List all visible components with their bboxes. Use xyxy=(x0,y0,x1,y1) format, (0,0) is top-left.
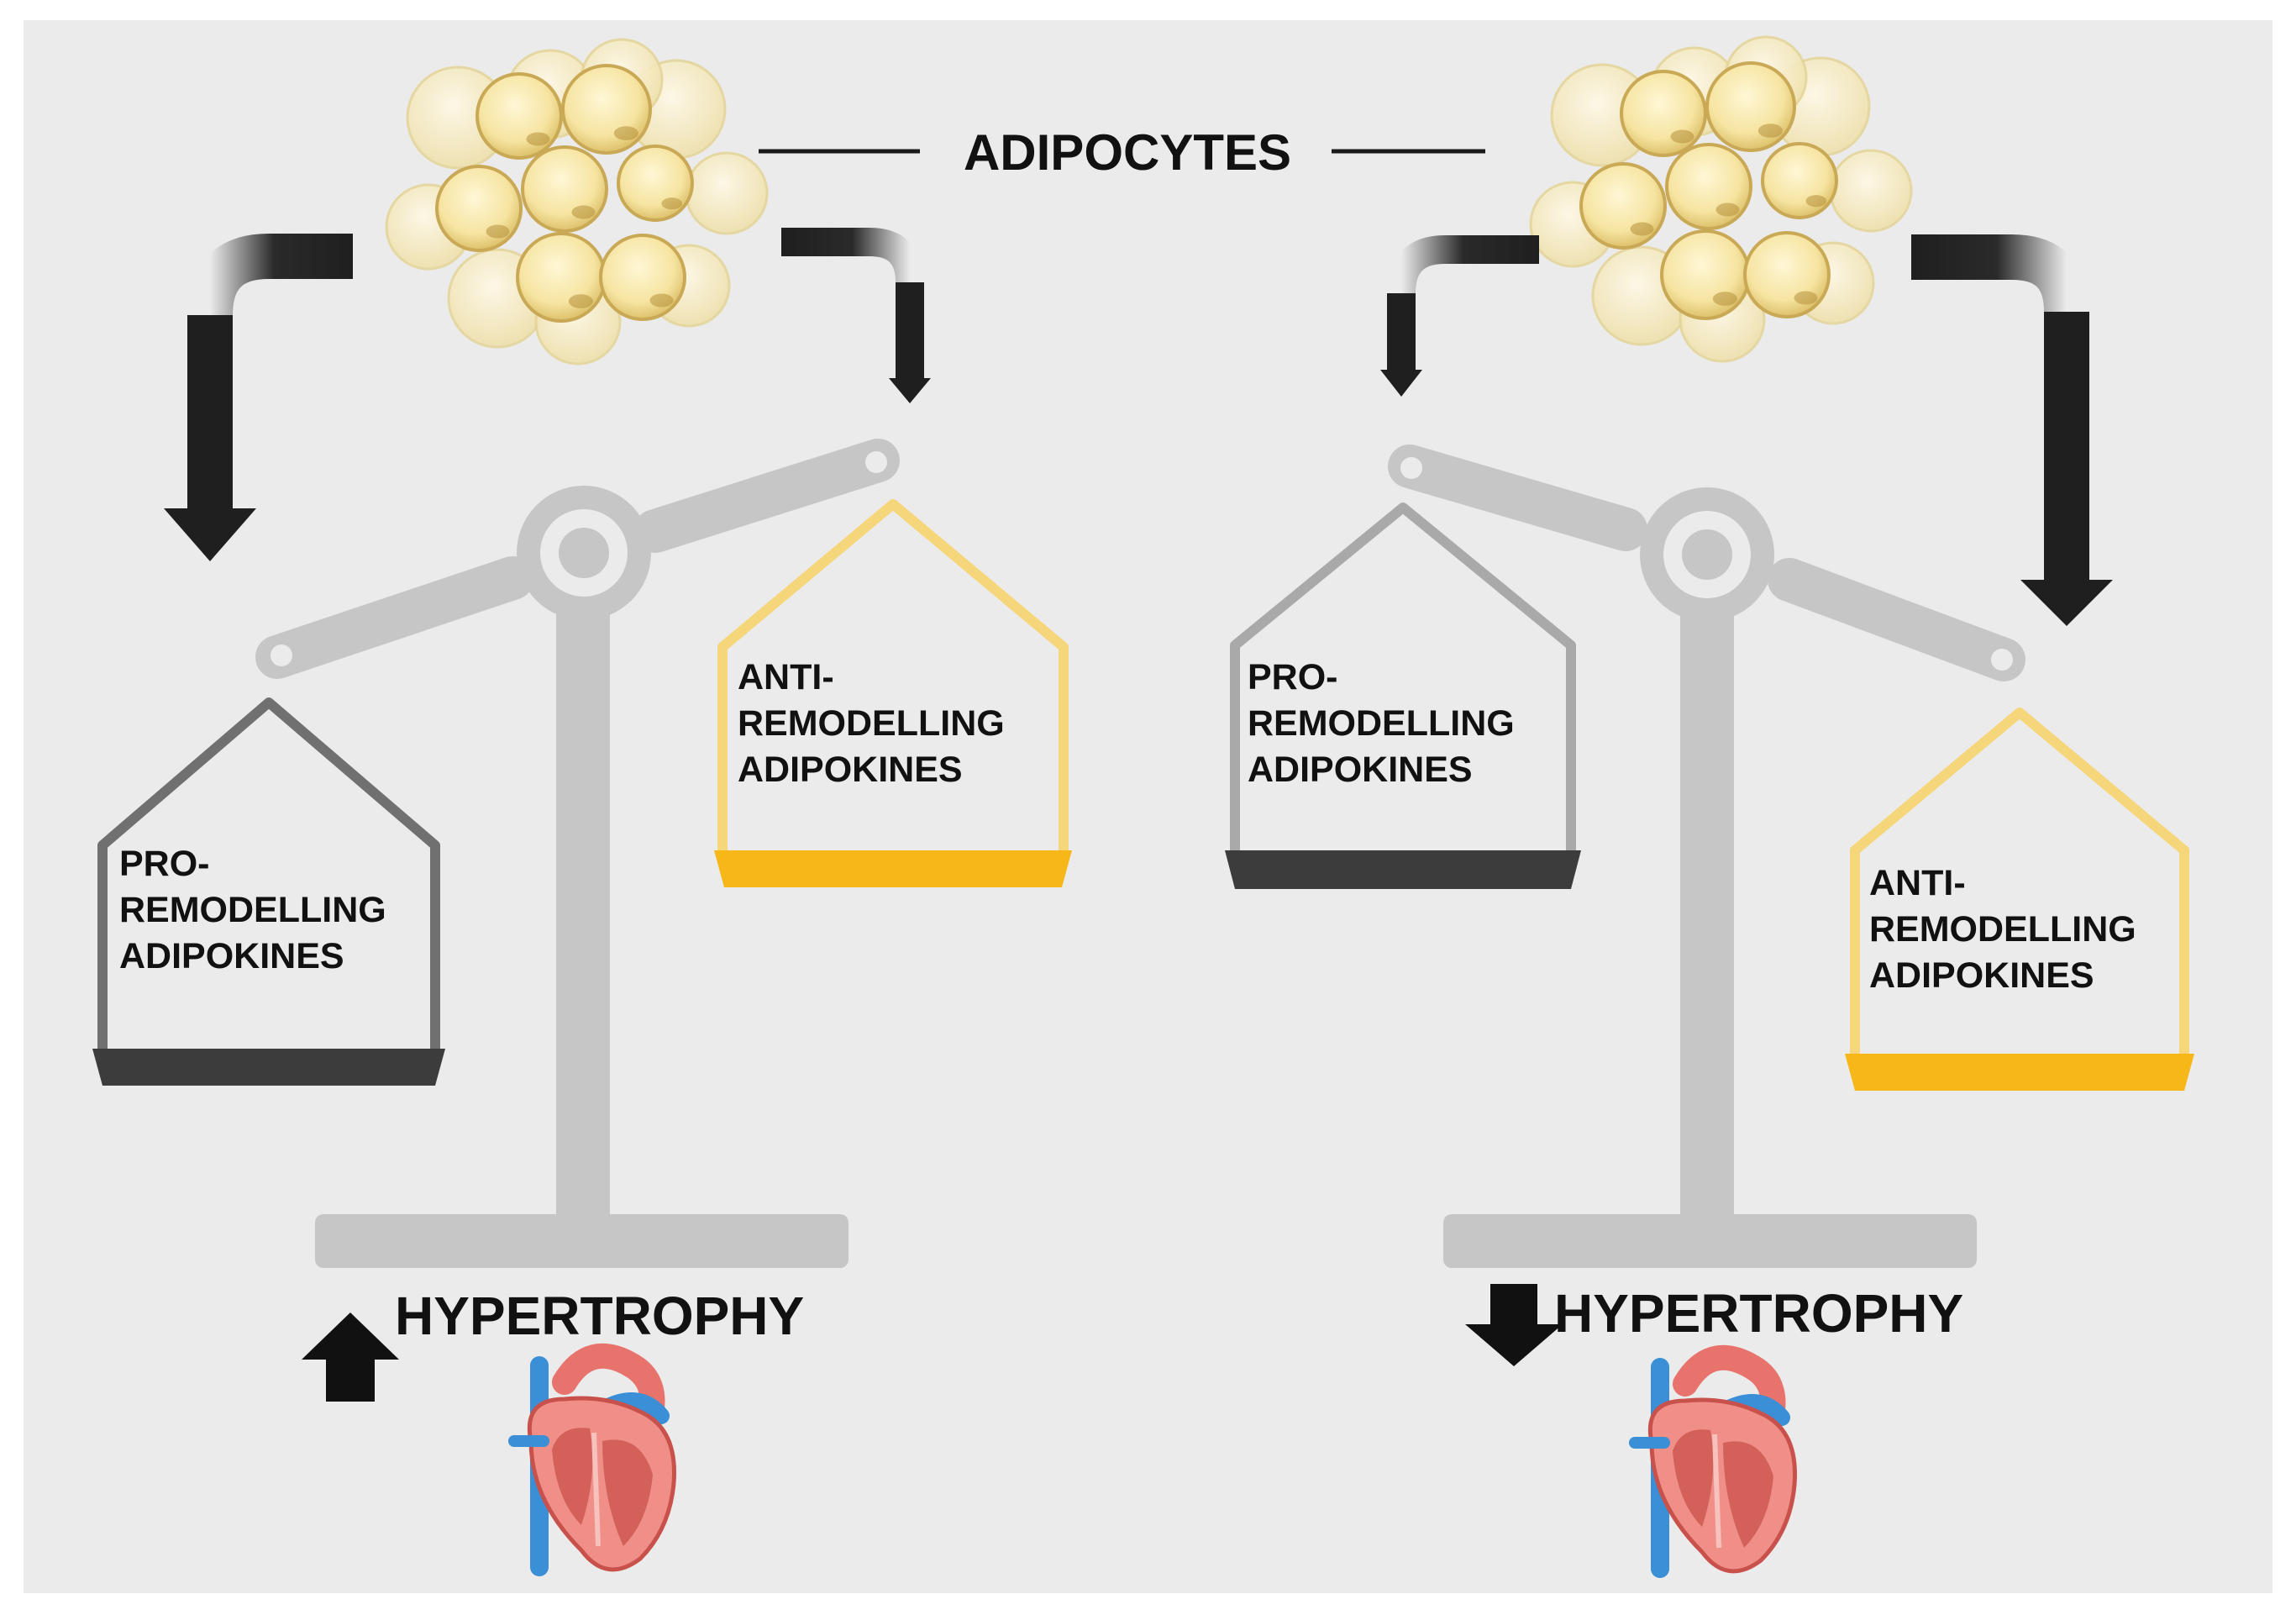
down-arrow-icon xyxy=(1465,1284,1563,1366)
adipocyte-cell xyxy=(435,165,523,252)
adipocyte-cell xyxy=(521,145,608,233)
left-scale-post xyxy=(556,588,610,1244)
heart-septum xyxy=(591,1432,601,1547)
heart-septum xyxy=(1712,1434,1721,1549)
heart-chamber-right xyxy=(1673,1429,1714,1527)
left-beam-hole-r xyxy=(865,451,887,473)
heart-chamber-right xyxy=(552,1428,593,1525)
adipocyte-nucleus xyxy=(1712,292,1737,306)
heart-chamber-left xyxy=(602,1439,653,1546)
right-scale-base xyxy=(1443,1214,1977,1268)
right-pro-label-1: PRO- xyxy=(1248,657,1338,697)
right-anti-pan: ANTI- REMODELLING ADIPOKINES xyxy=(1845,708,2194,1091)
right-pro-pan: PRO- REMODELLING ADIPOKINES xyxy=(1225,502,1581,889)
arrow-to-right-anti xyxy=(1911,234,2113,626)
adipocyte-cell xyxy=(516,232,607,323)
adipocyte-nucleus xyxy=(1715,203,1740,217)
arrow-to-left-pro xyxy=(164,234,353,561)
left-scale-beam-right xyxy=(633,439,900,553)
adipocyte-nucleus xyxy=(1757,124,1783,138)
adipocyte-nucleus xyxy=(568,294,593,308)
adipocyte-nucleus xyxy=(1805,195,1827,208)
left-pro-label-3: ADIPOKINES xyxy=(119,936,344,976)
left-outcome-label: HYPERTROPHY xyxy=(395,1286,804,1346)
arrow-to-left-anti xyxy=(781,228,931,403)
adipocyte-cell-pale xyxy=(685,151,769,235)
fat-cell-cluster-icon xyxy=(385,38,769,366)
left-outcome: HYPERTROPHY xyxy=(302,1286,804,1402)
adipocyte-cell xyxy=(561,64,652,155)
adipocyte-cell xyxy=(1665,143,1752,230)
heart-anatomy-icon xyxy=(508,1343,676,1576)
left-anti-label-3: ADIPOKINES xyxy=(738,750,963,790)
adipocyte-cell xyxy=(1579,162,1667,250)
right-pro-label-3: ADIPOKINES xyxy=(1248,750,1473,790)
background-panel xyxy=(24,20,2272,1593)
adipocyte-nucleus xyxy=(486,224,510,239)
up-arrow-icon xyxy=(302,1313,399,1402)
adipocyte-nucleus xyxy=(649,293,674,308)
right-scale-pivot-hub xyxy=(1682,529,1732,580)
right-pro-label-2: REMODELLING xyxy=(1248,703,1515,744)
adipocyte-cell-pale xyxy=(1829,149,1913,233)
right-beam-hole-l xyxy=(1400,457,1422,479)
header-title: ADIPOCYTES xyxy=(964,124,1291,181)
right-anti-label-3: ADIPOKINES xyxy=(1869,955,2094,996)
right-anti-label-1: ANTI- xyxy=(1869,863,1966,903)
right-beam-hole-r xyxy=(1991,649,2013,671)
adipocyte-cell xyxy=(1743,231,1831,318)
adipocyte-nucleus xyxy=(613,126,638,140)
adipocyte-nucleus xyxy=(1670,129,1694,144)
left-scale-beam-left xyxy=(255,556,534,679)
adipocyte-nucleus xyxy=(571,205,596,219)
adipocyte-cell xyxy=(1761,142,1838,219)
right-scale-beam-left xyxy=(1388,445,1647,551)
adipocyte-nucleus xyxy=(1630,222,1654,236)
fat-cell-cluster-icon xyxy=(1529,35,1913,363)
right-outcome-label: HYPERTROPHY xyxy=(1554,1283,1963,1344)
adipocyte-nucleus xyxy=(1794,291,1818,305)
left-beam-hole-l xyxy=(271,644,292,666)
left-anti-label-2: REMODELLING xyxy=(738,703,1005,744)
adipocyte-cell xyxy=(1660,229,1751,320)
left-anti-pan: ANTI- REMODELLING ADIPOKINES xyxy=(714,499,1072,887)
adipocyte-cell xyxy=(1705,61,1796,152)
adipocyte-cell xyxy=(475,72,563,160)
adipocyte-cluster-right xyxy=(1529,35,1913,363)
adipocyte-cell xyxy=(1620,70,1707,157)
right-outcome: HYPERTROPHY xyxy=(1465,1283,1963,1366)
left-pro-pan: PRO- REMODELLING ADIPOKINES xyxy=(92,697,445,1086)
right-anti-label-2: REMODELLING xyxy=(1869,909,2136,950)
left-scale: PRO- REMODELLING ADIPOKINES ANTI- REMODE… xyxy=(92,228,1072,1576)
left-scale-base xyxy=(315,1214,849,1268)
left-anti-label-1: ANTI- xyxy=(738,657,834,697)
right-scale-beam-right xyxy=(1768,558,2025,681)
header: ADIPOCYTES xyxy=(759,124,1485,181)
right-scale: PRO- REMODELLING ADIPOKINES ANTI- REMODE… xyxy=(1225,234,2194,1578)
left-pro-label-1: PRO- xyxy=(119,844,210,884)
adipocyte-cell xyxy=(617,145,694,222)
right-scale-post xyxy=(1680,588,1734,1244)
arrow-to-right-pro xyxy=(1380,235,1539,397)
heart-chamber-left xyxy=(1723,1441,1773,1548)
heart-anatomy-icon xyxy=(1629,1344,1797,1578)
adipocyte-nucleus xyxy=(526,132,550,146)
adipocyte-cluster-left xyxy=(385,38,769,366)
adipocyte-cell xyxy=(599,234,686,321)
left-pro-label-2: REMODELLING xyxy=(119,890,386,930)
left-scale-pivot-hub xyxy=(559,528,609,578)
adipocyte-nucleus xyxy=(661,197,683,210)
